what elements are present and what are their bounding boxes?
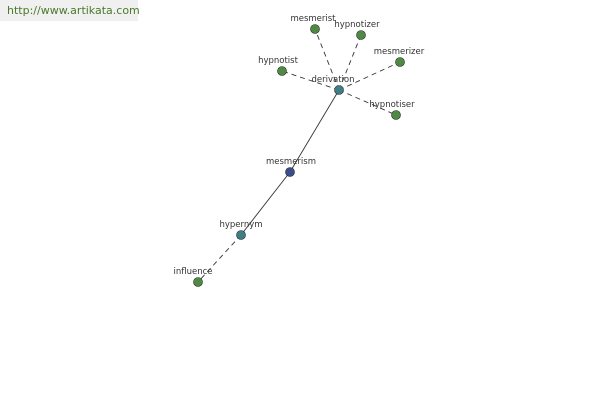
node-hypnotist[interactable] — [277, 66, 287, 76]
node-label-hypnotist[interactable]: hypnotist — [258, 56, 299, 66]
node-label-influence[interactable]: influence — [173, 267, 212, 277]
node-mesmerizer[interactable] — [395, 57, 405, 67]
edge-derivation-hypnotist — [281, 70, 340, 91]
edge-hypernym-influence — [197, 234, 242, 283]
source-url[interactable]: http://www.artikata.com — [7, 4, 140, 17]
node-mesmerist[interactable] — [310, 24, 320, 34]
node-derivation[interactable] — [334, 85, 344, 95]
source-banner: http://www.artikata.com — [0, 0, 140, 21]
graph-edges — [197, 28, 401, 283]
edge-derivation-mesmerizer — [338, 61, 401, 91]
graph-nodes — [193, 24, 405, 287]
node-label-mesmerist[interactable]: mesmerist — [290, 14, 336, 24]
node-hypnotizer[interactable] — [356, 30, 366, 40]
edge-mesmerism-hypernym — [240, 171, 291, 236]
node-hypnotiser[interactable] — [391, 110, 401, 120]
node-label-mesmerism[interactable]: mesmerism — [266, 157, 316, 167]
node-label-hypnotizer[interactable]: hypnotizer — [334, 20, 380, 30]
node-mesmerism[interactable] — [285, 167, 295, 177]
edge-derivation-hypnotizer — [338, 34, 362, 91]
node-influence[interactable] — [193, 277, 203, 287]
edge-mesmerism-derivation — [289, 89, 340, 173]
edge-derivation-hypnotiser — [338, 89, 397, 116]
graph-labels: mesmerism derivation hypernym influence mesm… — [173, 14, 424, 277]
node-label-hypnotiser[interactable]: hypnotiser — [369, 100, 415, 110]
node-label-hypernym[interactable]: hypernym — [219, 220, 262, 230]
edge-derivation-mesmerist — [314, 28, 340, 91]
node-label-derivation[interactable]: derivation — [311, 75, 354, 85]
node-hypernym[interactable] — [236, 230, 246, 240]
node-label-mesmerizer[interactable]: mesmerizer — [374, 47, 425, 57]
